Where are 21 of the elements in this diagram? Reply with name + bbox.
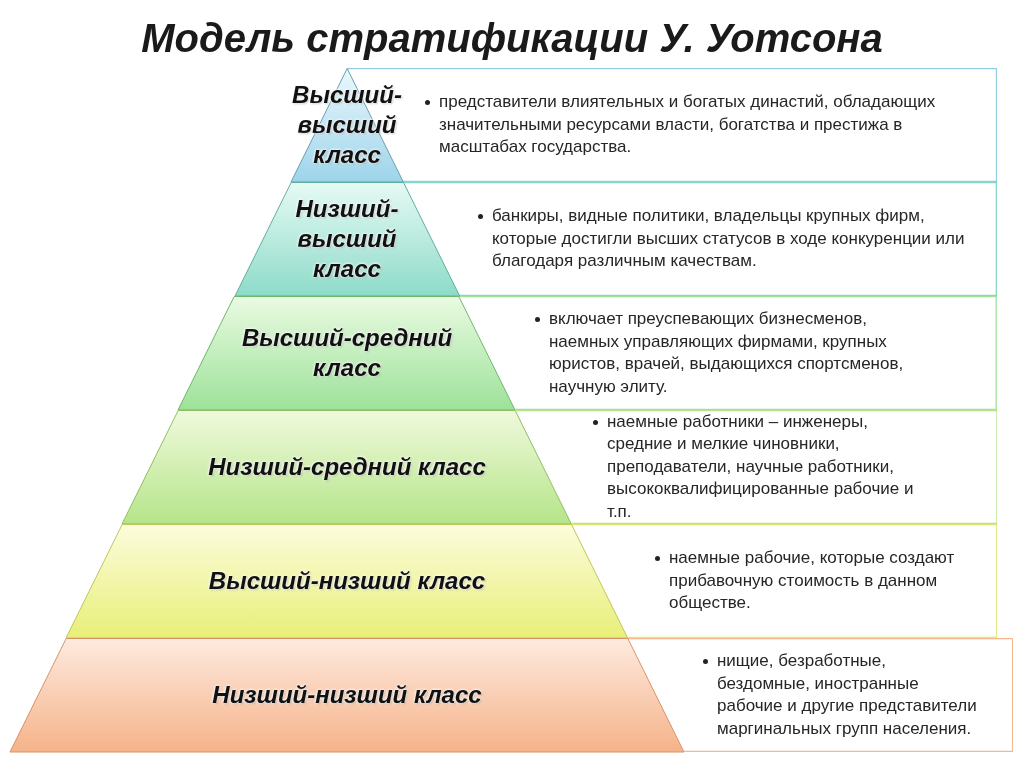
tier-label: Высший-низший класс xyxy=(208,566,486,596)
tier-label: Низший-низший класс xyxy=(212,680,482,710)
description-text: наемные рабочие, которые создают прибавочную стоимость в данном обществе. xyxy=(669,547,956,615)
description-box xyxy=(627,638,1013,752)
description-text: наемные работники – инженеры, средние и мелкие чиновники, преподаватели, научные работники, высококвалифицированные рабочие и т.п. xyxy=(607,410,915,523)
description-text: включает преуспевающих бизнесменов, наемных управляющих фирмами, крупных юристов, врачей, выдающихся спортсменов, научную элиту. xyxy=(549,308,905,398)
tier-label: Низший-средний класс xyxy=(208,452,486,482)
description-box xyxy=(403,182,997,296)
description-text: нищие, безработные, бездомные, иностранные рабочие и другие представители маргинальных групп населения. xyxy=(717,650,978,740)
tier-label: Высший-средний класс xyxy=(240,323,454,383)
pyramid-tier xyxy=(122,410,572,524)
tier-label: Высший-высший класс xyxy=(291,80,403,170)
description-text: банкиры, видные политики, владельцы крупных фирм, которые достигли высших статусов в ходе конкуренции или благодаря различным качествам. xyxy=(492,205,966,273)
pyramid-tier xyxy=(10,638,684,752)
description-box xyxy=(571,524,997,638)
description-box xyxy=(459,296,997,410)
title: Модель стратификации У. Уотсона xyxy=(140,15,884,62)
tier-label: Низший-высший класс xyxy=(294,194,400,284)
description-box xyxy=(515,410,997,524)
description-text: представители влиятельных и богатых династий, обладающих значительными ресурсами власти, богатства и престижа в масштабах государства. xyxy=(439,91,937,159)
pyramid-tier xyxy=(66,524,628,638)
